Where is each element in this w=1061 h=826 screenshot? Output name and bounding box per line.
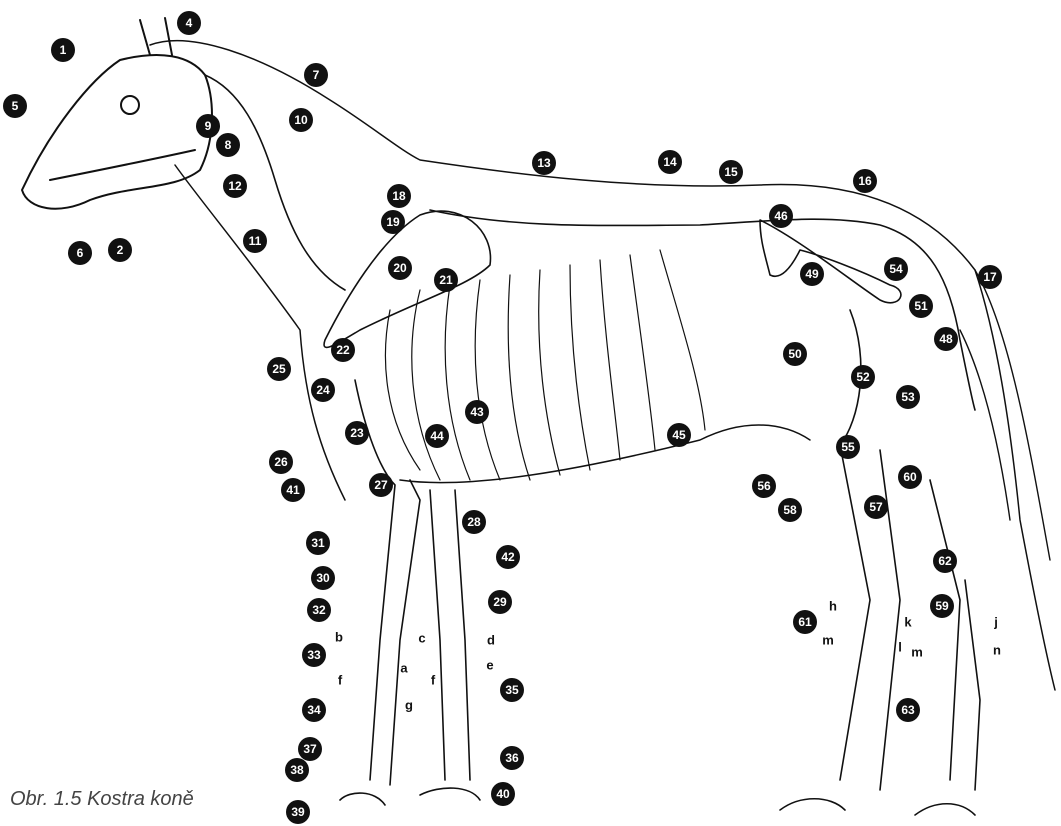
letter-k: k [904, 616, 911, 629]
callout-41: 41 [281, 478, 305, 502]
letter-b: b [335, 631, 343, 644]
pelvis [760, 220, 901, 303]
callout-6: 6 [68, 241, 92, 265]
callout-5: 5 [3, 94, 27, 118]
callout-34: 34 [302, 698, 326, 722]
callout-20: 20 [388, 256, 412, 280]
callout-43: 43 [465, 400, 489, 424]
callout-63: 63 [896, 698, 920, 722]
callout-35: 35 [500, 678, 524, 702]
callout-57: 57 [864, 495, 888, 519]
callout-15: 15 [719, 160, 743, 184]
callout-51: 51 [909, 294, 933, 318]
callout-33: 33 [302, 643, 326, 667]
letter-m-2: m [911, 646, 923, 659]
callout-1: 1 [51, 38, 75, 62]
callout-62: 62 [933, 549, 957, 573]
callout-53: 53 [896, 385, 920, 409]
letter-l: l [898, 641, 902, 654]
callout-14: 14 [658, 150, 682, 174]
callout-8: 8 [216, 133, 240, 157]
callout-22: 22 [331, 338, 355, 362]
callout-49: 49 [800, 262, 824, 286]
callout-7: 7 [304, 63, 328, 87]
letter-f-1: f [338, 674, 342, 687]
callout-13: 13 [532, 151, 556, 175]
callout-2: 2 [108, 238, 132, 262]
callout-17: 17 [978, 265, 1002, 289]
callout-54: 54 [884, 257, 908, 281]
callout-10: 10 [289, 108, 313, 132]
callout-44: 44 [425, 424, 449, 448]
callout-37: 37 [298, 737, 322, 761]
callout-59: 59 [930, 594, 954, 618]
callout-40: 40 [491, 782, 515, 806]
figure-caption: Obr. 1.5 Kostra koně [10, 788, 194, 811]
letter-h: h [829, 600, 837, 613]
callout-36: 36 [500, 746, 524, 770]
callout-61: 61 [793, 610, 817, 634]
callout-12: 12 [223, 174, 247, 198]
callout-16: 16 [853, 169, 877, 193]
callout-25: 25 [267, 357, 291, 381]
callout-30: 30 [311, 566, 335, 590]
callout-50: 50 [783, 342, 807, 366]
callout-26: 26 [269, 450, 293, 474]
callout-32: 32 [307, 598, 331, 622]
callout-4: 4 [177, 11, 201, 35]
callout-52: 52 [851, 365, 875, 389]
letter-n: n [993, 644, 1001, 657]
spine [205, 75, 975, 410]
callout-27: 27 [369, 473, 393, 497]
callout-45: 45 [667, 423, 691, 447]
callout-9: 9 [196, 114, 220, 138]
callout-18: 18 [387, 184, 411, 208]
callout-21: 21 [434, 268, 458, 292]
letter-g: g [405, 699, 413, 712]
letter-c: c [418, 632, 425, 645]
callout-60: 60 [898, 465, 922, 489]
callout-11: 11 [243, 229, 267, 253]
callout-24: 24 [311, 378, 335, 402]
scapula [324, 211, 490, 347]
tail [960, 270, 1050, 560]
callout-42: 42 [496, 545, 520, 569]
callout-28: 28 [462, 510, 486, 534]
letter-e: e [486, 659, 493, 672]
callout-19: 19 [381, 210, 405, 234]
letter-j: j [994, 616, 998, 629]
callout-58: 58 [778, 498, 802, 522]
callout-29: 29 [488, 590, 512, 614]
callout-31: 31 [306, 531, 330, 555]
letter-m-1: m [822, 634, 834, 647]
callout-23: 23 [345, 421, 369, 445]
callout-48: 48 [934, 327, 958, 351]
callout-56: 56 [752, 474, 776, 498]
callout-46: 46 [769, 204, 793, 228]
callout-38: 38 [285, 758, 309, 782]
letter-f-2: f [431, 674, 435, 687]
callout-55: 55 [836, 435, 860, 459]
letter-d: d [487, 634, 495, 647]
callout-39: 39 [286, 800, 310, 824]
letter-a: a [400, 662, 407, 675]
